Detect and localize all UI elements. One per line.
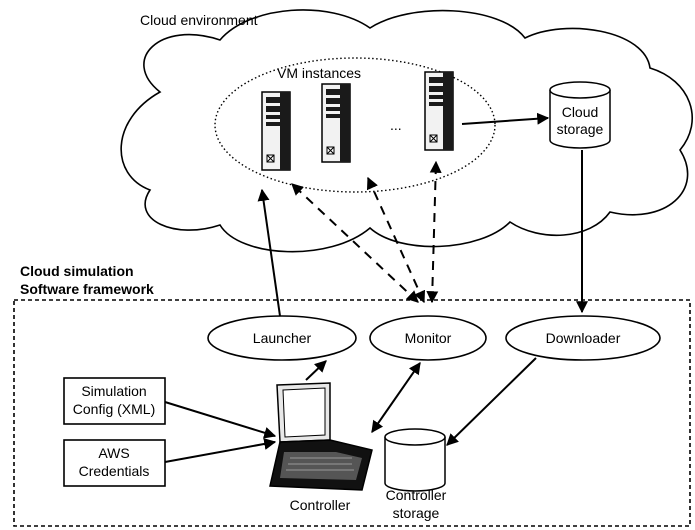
framework-label-line2: Software framework [20, 281, 154, 297]
simulation-config-line2: Config (XML) [73, 401, 155, 417]
vm-instances-label: VM instances [277, 65, 361, 81]
arrow-controller-monitor [371, 362, 421, 433]
arrow-credentials-to-controller [164, 438, 277, 463]
launcher-label: Launcher [253, 330, 312, 346]
arrow-config-to-controller [164, 401, 277, 439]
aws-credentials-box [63, 439, 166, 487]
arrow-controller-to-launcher [305, 360, 327, 381]
monitor-label: Monitor [405, 330, 452, 346]
controller-label: Controller [290, 497, 351, 513]
aws-credentials-line2: Credentials [79, 463, 150, 479]
vm-ellipsis: ... [390, 117, 402, 133]
cloud-storage-icon [549, 81, 611, 149]
vm-server-icon [321, 83, 351, 163]
cloud-storage-label-line2: storage [557, 121, 604, 137]
monitor-node [369, 315, 487, 361]
simulation-config-line1: Simulation [81, 383, 146, 399]
controller-storage-line2: storage [393, 505, 440, 521]
monitor-link-vm3 [426, 160, 442, 304]
cloud-storage-label-line1: Cloud [562, 104, 599, 120]
arrow-downloader-to-controller-storage [446, 357, 537, 446]
vm-server-icon [424, 71, 454, 151]
controller-storage-icon [384, 428, 446, 492]
vm-server-icon [261, 91, 291, 171]
vm-instances-group [214, 57, 496, 193]
laptop-icon [269, 382, 373, 491]
downloader-node [505, 315, 661, 361]
arrow-vm-to-cloud-storage [461, 112, 550, 125]
monitor-link-vm1 [291, 183, 419, 303]
cloud-environment-label: Cloud environment [140, 12, 258, 28]
downloader-label: Downloader [546, 330, 621, 346]
monitor-link-vm2 [366, 176, 426, 304]
simulation-config-box [63, 377, 166, 425]
arrow-launcher-to-vm [257, 188, 281, 317]
launcher-node [207, 315, 357, 361]
aws-credentials-line1: AWS [98, 445, 129, 461]
framework-label-line1: Cloud simulation [20, 263, 134, 279]
controller-storage-line1: Controller [386, 487, 447, 503]
